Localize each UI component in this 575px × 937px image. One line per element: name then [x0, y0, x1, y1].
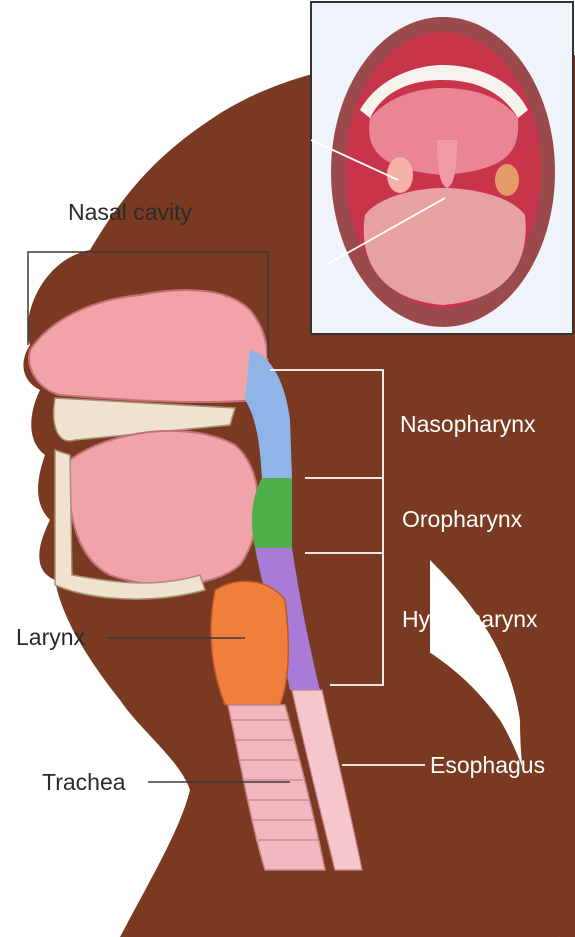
- larynx-region: [211, 581, 288, 705]
- label-larynx: Larynx: [16, 624, 86, 650]
- label-oropharynx: Oropharynx: [402, 506, 523, 532]
- mouth-inset: [311, 2, 573, 334]
- tonsil-right: [495, 164, 519, 196]
- tonsil-left: [387, 157, 413, 193]
- label-trachea: Trachea: [42, 769, 126, 795]
- label-hypopharynx: Hypopharynx: [402, 606, 538, 632]
- oropharynx-region: [252, 478, 292, 548]
- label-esophagus: Esophagus: [430, 752, 545, 778]
- label-nasal-cavity: Nasal cavity: [68, 199, 192, 225]
- label-nasopharynx: Nasopharynx: [400, 411, 536, 437]
- tongue: [69, 431, 258, 585]
